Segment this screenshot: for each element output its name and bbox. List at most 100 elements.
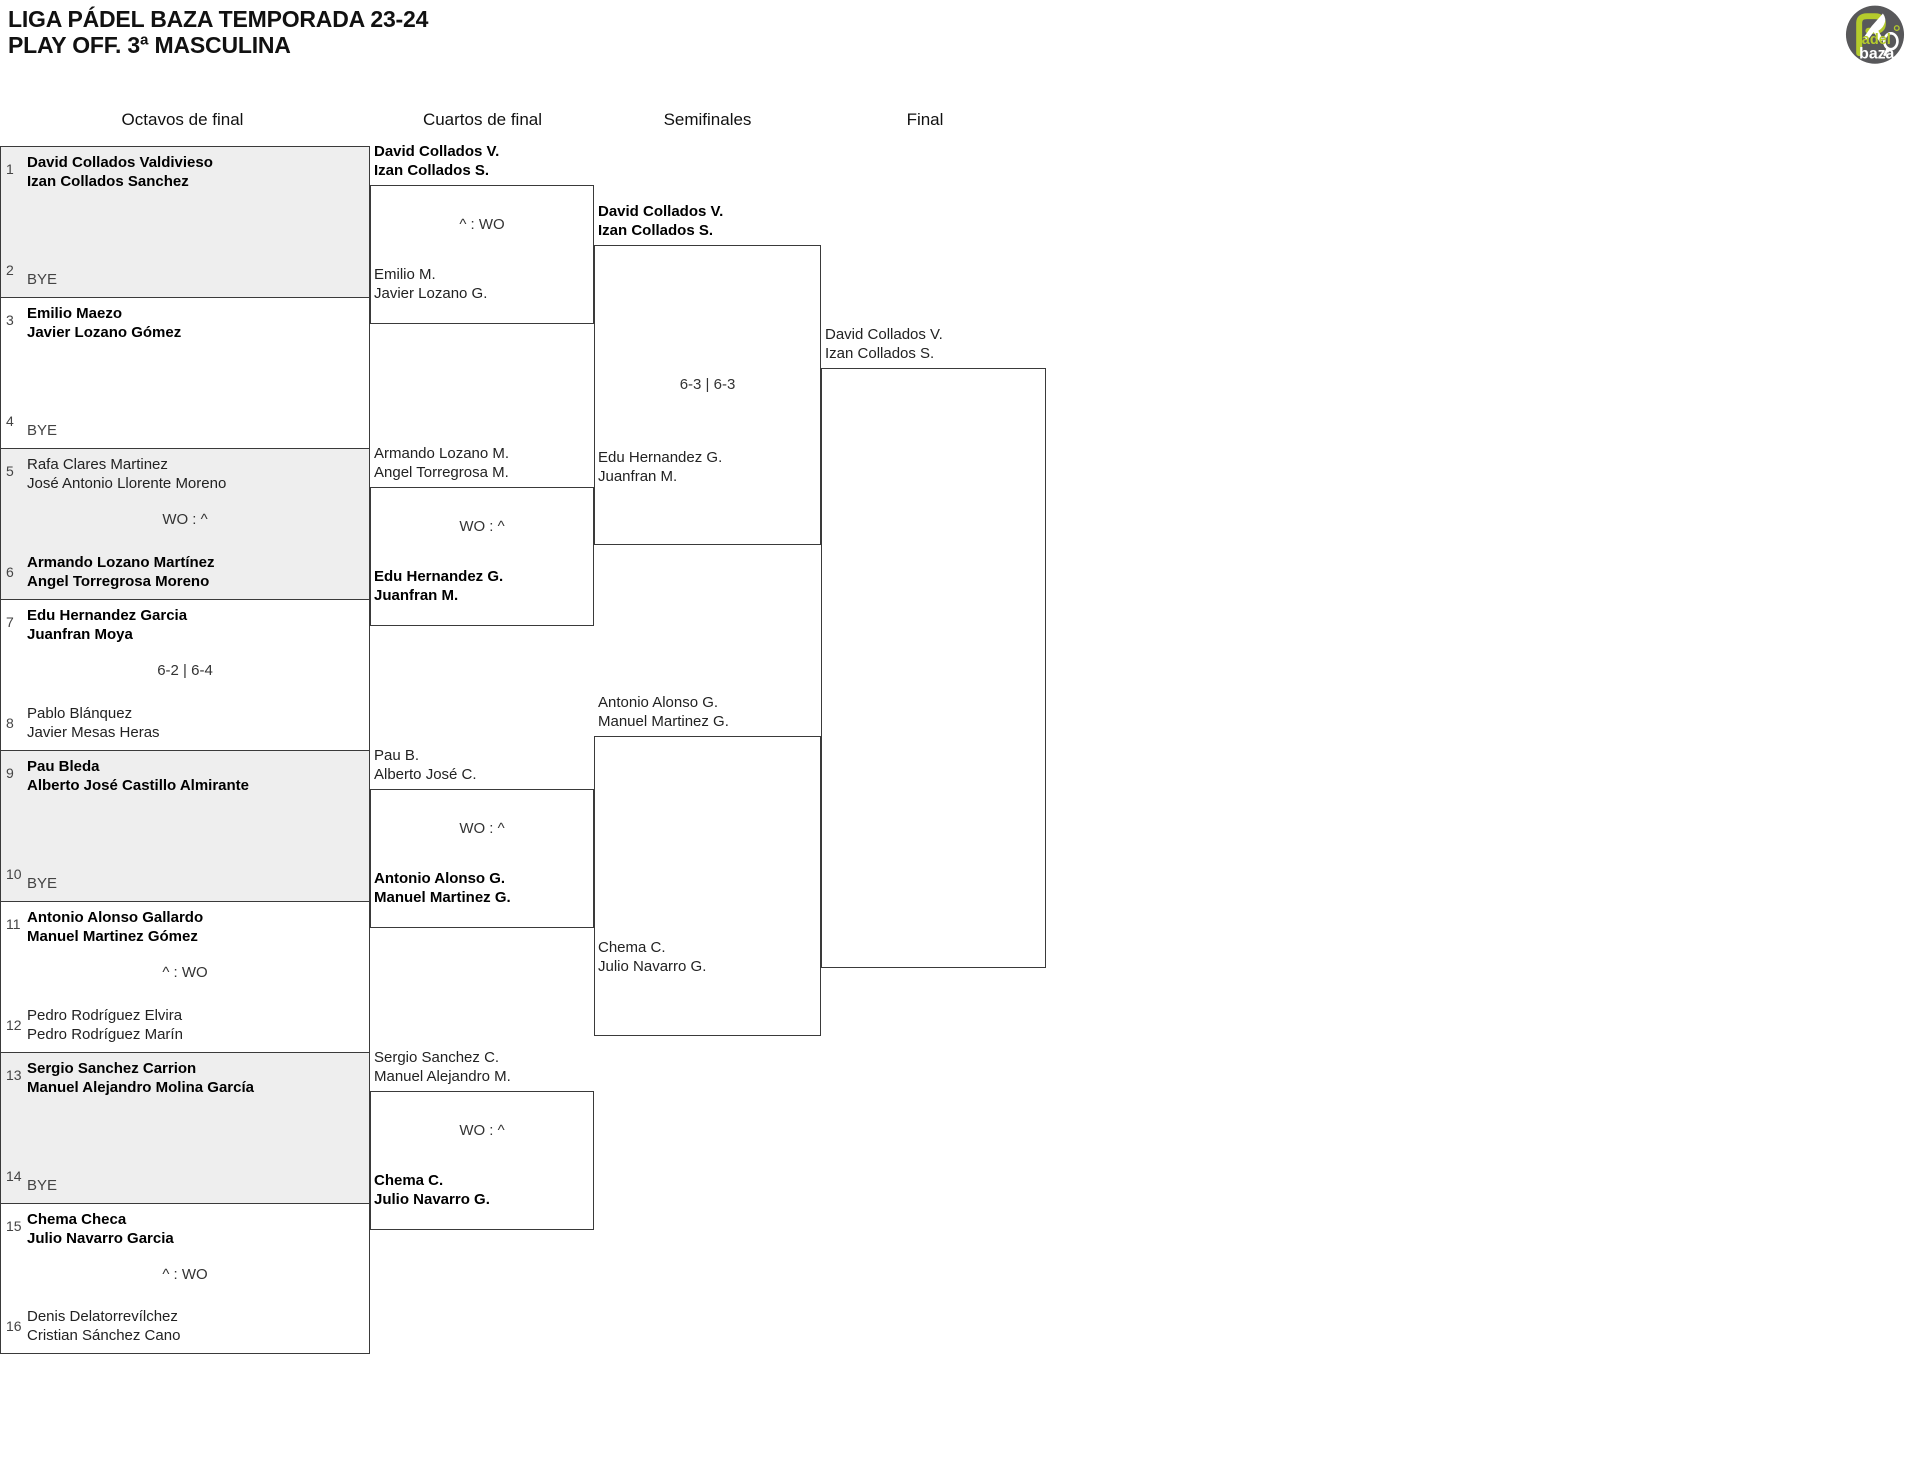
team-slot-bottom[interactable]: Pablo Blánquez Javier Mesas Heras [27,704,160,742]
team-slot-top[interactable]: Sergio Sanchez Carrion Manuel Alejandro … [27,1059,254,1097]
padel-baza-logo-icon: adel baza [1842,3,1908,69]
player-name: Emilio Maezo [27,305,123,322]
team-slot-bottom[interactable]: Pedro Rodríguez Elvira Pedro Rodríguez M… [27,1006,183,1044]
player-name: Edu Hernandez Garcia [27,607,188,624]
r16-match-8[interactable]: 15 Chema Checa Julio Navarro Garcia ^ : … [0,1203,370,1354]
match-score: ^ : WO [162,1266,208,1283]
team-slot-bottom[interactable]: Edu Hernandez G. Juanfran M. [374,567,503,605]
team-slot-top[interactable]: Sergio Sanchez C. Manuel Alejandro M. [374,1048,511,1086]
player-name: Alberto José Castillo Almirante [27,777,249,794]
team-slot-top[interactable]: Rafa Clares Martinez José Antonio Lloren… [27,455,226,493]
player-name: Julio Navarro G. [598,958,707,975]
qf-match-box: WO : ^ [370,1091,594,1230]
qf-match-box: WO : ^ [370,789,594,928]
player-name: Angel Torregrosa M. [374,464,509,481]
match-score: 6-3 | 6-3 [679,376,736,393]
team-slot-top[interactable]: Emilio Maezo Javier Lozano Gómez [27,304,181,342]
sf-match-box [594,736,821,1036]
match-score: WO : ^ [459,518,505,535]
round-of-16-column: 1 David Collados Valdivieso Izan Collado… [0,146,370,1354]
team-slot-bottom[interactable]: BYE [27,874,57,893]
seed-number: 9 [6,765,14,781]
player-name: Pedro Rodríguez Marín [27,1026,183,1043]
team-slot-bottom[interactable]: Armando Lozano Martínez Angel Torregrosa… [27,553,215,591]
player-name: David Collados V. [598,203,724,220]
team-slot-top[interactable]: Pau B. Alberto José C. [374,746,477,784]
player-name: Rafa Clares Martinez [27,456,168,473]
player-name: Pau B. [374,747,420,764]
player-name: Izan Collados S. [825,345,935,362]
player-name: Manuel Alejandro M. [374,1068,511,1085]
team-slot-bottom[interactable]: Denis Delatorrevílchez Cristian Sánchez … [27,1307,180,1345]
svg-text:adel: adel [1862,32,1891,48]
player-name: Julio Navarro Garcia [27,1230,174,1247]
player-name: Julio Navarro G. [374,1191,490,1208]
team-slot-top[interactable]: David Collados V. Izan Collados S. [598,202,723,240]
r16-match-7[interactable]: 13 Sergio Sanchez Carrion Manuel Alejand… [0,1052,370,1203]
qf-match-box: WO : ^ [370,487,594,626]
match-score: 6-2 | 6-4 [157,662,213,679]
team-slot-bottom[interactable]: Chema C. Julio Navarro G. [598,938,706,976]
round-header-cuartos: Cuartos de final [422,110,543,129]
player-name: Pedro Rodríguez Elvira [27,1007,183,1024]
player-name: Izan Collados Sanchez [27,173,189,190]
team-slot-bottom[interactable]: Emilio M. Javier Lozano G. [374,265,487,303]
r16-match-3[interactable]: 5 Rafa Clares Martinez José Antonio Llor… [0,448,370,599]
r16-match-2[interactable]: 3 Emilio Maezo Javier Lozano Gómez 4 BYE [0,297,370,448]
r16-match-4[interactable]: 7 Edu Hernandez Garcia Juanfran Moya 6-2… [0,599,370,750]
player-name: Javier Lozano G. [374,285,488,302]
team-slot-top[interactable]: Antonio Alonso G. Manuel Martinez G. [598,693,729,731]
player-name: Armando Lozano M. [374,445,510,462]
team-slot-top[interactable]: David Collados V. Izan Collados S. [825,325,943,363]
player-name: Chema C. [374,1172,444,1189]
team-slot-top[interactable]: Chema Checa Julio Navarro Garcia [27,1210,174,1248]
player-name: Cristian Sánchez Cano [27,1327,181,1344]
player-name: Juanfran M. [374,587,459,604]
qf-match-box: ^ : WO [370,185,594,324]
seed-number: 16 [6,1318,22,1334]
r16-match-5[interactable]: 9 Pau Bleda Alberto José Castillo Almira… [0,750,370,901]
team-slot-bottom[interactable]: Antonio Alonso G. Manuel Martinez G. [374,869,511,907]
player-name: José Antonio Llorente Moreno [27,475,227,492]
match-score: WO : ^ [459,820,505,837]
seed-number: 15 [6,1218,22,1234]
round-header-octavos: Octavos de final [121,110,244,129]
player-name: David Collados V. [825,326,943,343]
team-slot-bottom[interactable]: BYE [27,421,57,440]
team-slot-top[interactable]: Antonio Alonso Gallardo Manuel Martinez … [27,908,203,946]
seed-number: 14 [6,1168,22,1184]
seed-number: 5 [6,463,14,479]
seed-number: 12 [6,1017,22,1033]
player-name: BYE [27,875,58,892]
team-slot-top[interactable]: David Collados V. Izan Collados S. [374,142,499,180]
team-slot-top[interactable]: Pau Bleda Alberto José Castillo Almirant… [27,757,249,795]
team-slot-top[interactable]: Edu Hernandez Garcia Juanfran Moya [27,606,187,644]
match-score: ^ : WO [162,964,208,981]
seed-number: 6 [6,564,14,580]
player-name: Pau Bleda [27,758,100,775]
r16-match-6[interactable]: 11 Antonio Alonso Gallardo Manuel Martin… [0,901,370,1052]
player-name: Alberto José C. [374,766,477,783]
r16-match-1[interactable]: 1 David Collados Valdivieso Izan Collado… [0,146,370,297]
seed-number: 8 [6,715,14,731]
page-title: LIGA PÁDEL BAZA TEMPORADA 23-24 PLAY OFF… [8,6,428,58]
match-score: WO : ^ [162,511,208,528]
player-name: Juanfran Moya [27,626,133,643]
team-slot-top[interactable]: David Collados Valdivieso Izan Collados … [27,153,213,191]
team-slot-bottom[interactable]: Edu Hernandez G. Juanfran M. [598,448,722,486]
team-slot-bottom[interactable]: BYE [27,270,57,289]
player-name: BYE [27,271,58,288]
round-header-semifinales: Semifinales [663,110,752,129]
seed-number: 4 [6,413,14,429]
sf-match-box: 6-3 | 6-3 [594,245,821,545]
player-name: Antonio Alonso Gallardo [27,909,204,926]
seed-number: 13 [6,1067,22,1083]
team-slot-top[interactable]: Armando Lozano M. Angel Torregrosa M. [374,444,509,482]
player-name: Emilio M. [374,266,436,283]
seed-number: 1 [6,161,14,177]
player-name: Armando Lozano Martínez [27,554,215,571]
team-slot-bottom[interactable]: BYE [27,1176,57,1195]
title-line-1: LIGA PÁDEL BAZA TEMPORADA 23-24 [8,6,429,32]
team-slot-bottom[interactable]: Chema C. Julio Navarro G. [374,1171,490,1209]
